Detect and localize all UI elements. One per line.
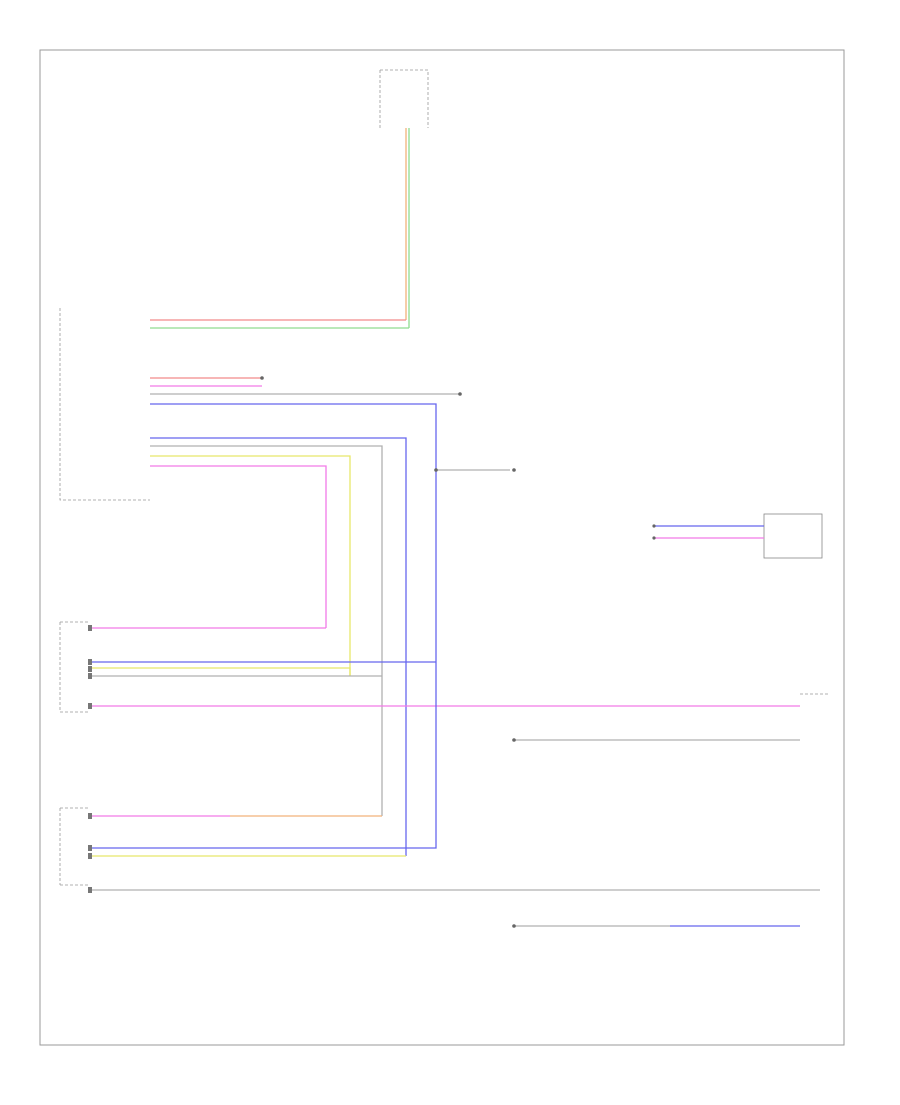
splice-dot — [512, 468, 516, 472]
wire-blue-mid — [150, 403, 437, 662]
pcm-component — [59, 308, 150, 501]
wire-pink-sensor — [150, 465, 327, 628]
wire-yellow-left-sensor — [90, 667, 351, 676]
splice-dot — [260, 376, 264, 380]
splice-dot — [652, 536, 656, 540]
wire-yellow-sensor — [150, 455, 351, 676]
fuse-component — [379, 69, 429, 128]
right-upstream-sensor — [763, 513, 823, 559]
left-front-sensor — [59, 621, 90, 713]
splice-dot — [458, 392, 462, 396]
wire-blue-sensor — [150, 437, 407, 856]
connector-pins — [88, 625, 92, 893]
diagram-frame — [39, 49, 845, 1046]
wire-orange-sensor — [150, 445, 383, 816]
splice-dot — [512, 738, 516, 742]
wire-blue-right-sensor — [90, 662, 437, 849]
splice-dot — [512, 924, 516, 928]
splice-dot — [652, 524, 656, 528]
splice-dot — [434, 468, 438, 472]
right-front-sensor — [59, 807, 90, 886]
